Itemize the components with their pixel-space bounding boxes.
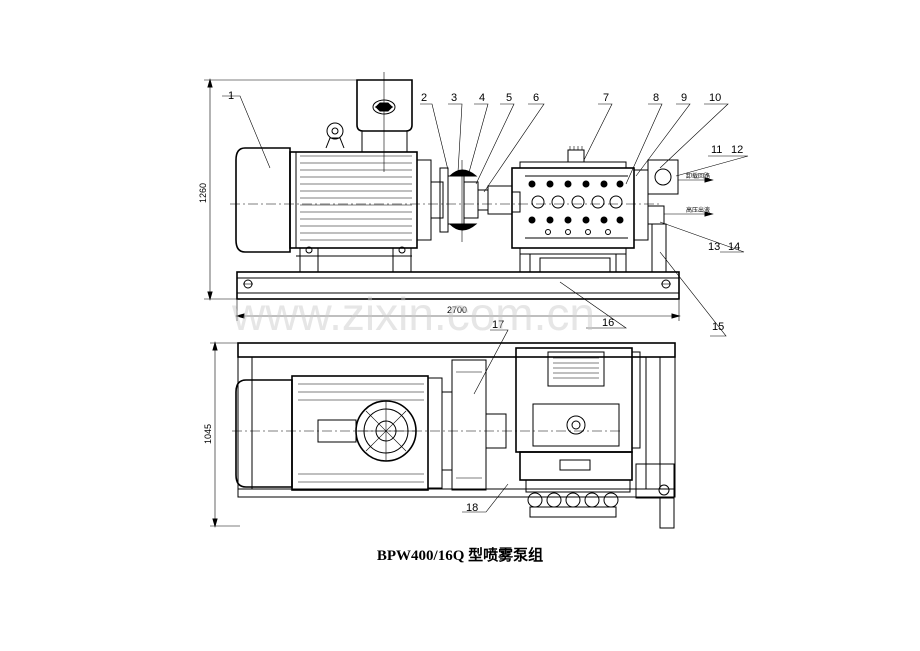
base-frame-plan (237, 342, 676, 498)
drawing-caption: BPW400/16Q 型喷雾泵组 (376, 548, 544, 564)
length-dimension-text: 2700 (447, 305, 467, 315)
part-number-15: 15 (712, 321, 724, 333)
lifting-eye (325, 122, 345, 149)
part-number-7: 7 (603, 92, 609, 104)
electric-motor (235, 147, 444, 273)
watermark: www.zixin.com.cn (231, 288, 595, 340)
part-number-4: 4 (479, 92, 485, 104)
pump-bolt-pattern (528, 180, 624, 235)
part-callouts-top: 17 18 (462, 319, 509, 514)
part-number-9: 9 (681, 92, 687, 104)
part-number-2: 2 (421, 92, 427, 104)
outlet-label-upper: 卸载回路 (686, 172, 710, 180)
part-number-18: 18 (466, 502, 478, 514)
pump-plan (515, 347, 675, 529)
terminal-box (356, 72, 413, 160)
part-number-8: 8 (653, 92, 659, 104)
part-number-3: 3 (451, 92, 457, 104)
top-view: 1045 (203, 319, 676, 529)
width-dimension-text: 1045 (203, 424, 213, 444)
electric-motor-plan (235, 375, 453, 491)
part-number-17: 17 (492, 319, 504, 331)
part-number-14: 14 (728, 241, 740, 253)
valve-heads (527, 492, 619, 518)
part-number-12: 12 (731, 144, 743, 156)
pump-body (511, 146, 635, 273)
front-view: 1260 2700 (198, 72, 749, 337)
height-dimension: 1260 (198, 78, 382, 301)
length-dimension: 2700 (235, 300, 681, 321)
outlet-label-lower: 高压出液 (686, 206, 710, 214)
part-number-13: 13 (708, 241, 720, 253)
part-number-6: 6 (533, 92, 539, 104)
base-frame (236, 271, 680, 300)
part-number-10: 10 (709, 92, 721, 104)
part-number-11: 11 (711, 144, 722, 156)
part-number-5: 5 (506, 92, 512, 104)
outlet-valve-assembly: 卸载回路 高压出液 (633, 159, 714, 273)
part-number-1: 1 (228, 90, 234, 102)
part-callouts-front: 1 2 3 4 5 6 7 8 9 10 11 12 13 14 15 16 (222, 90, 749, 337)
part-number-16: 16 (602, 317, 614, 329)
height-dimension-text: 1260 (198, 183, 208, 203)
coupling-guard-plan (451, 359, 507, 491)
coupling (439, 160, 513, 242)
width-dimension: 1045 (203, 341, 240, 528)
